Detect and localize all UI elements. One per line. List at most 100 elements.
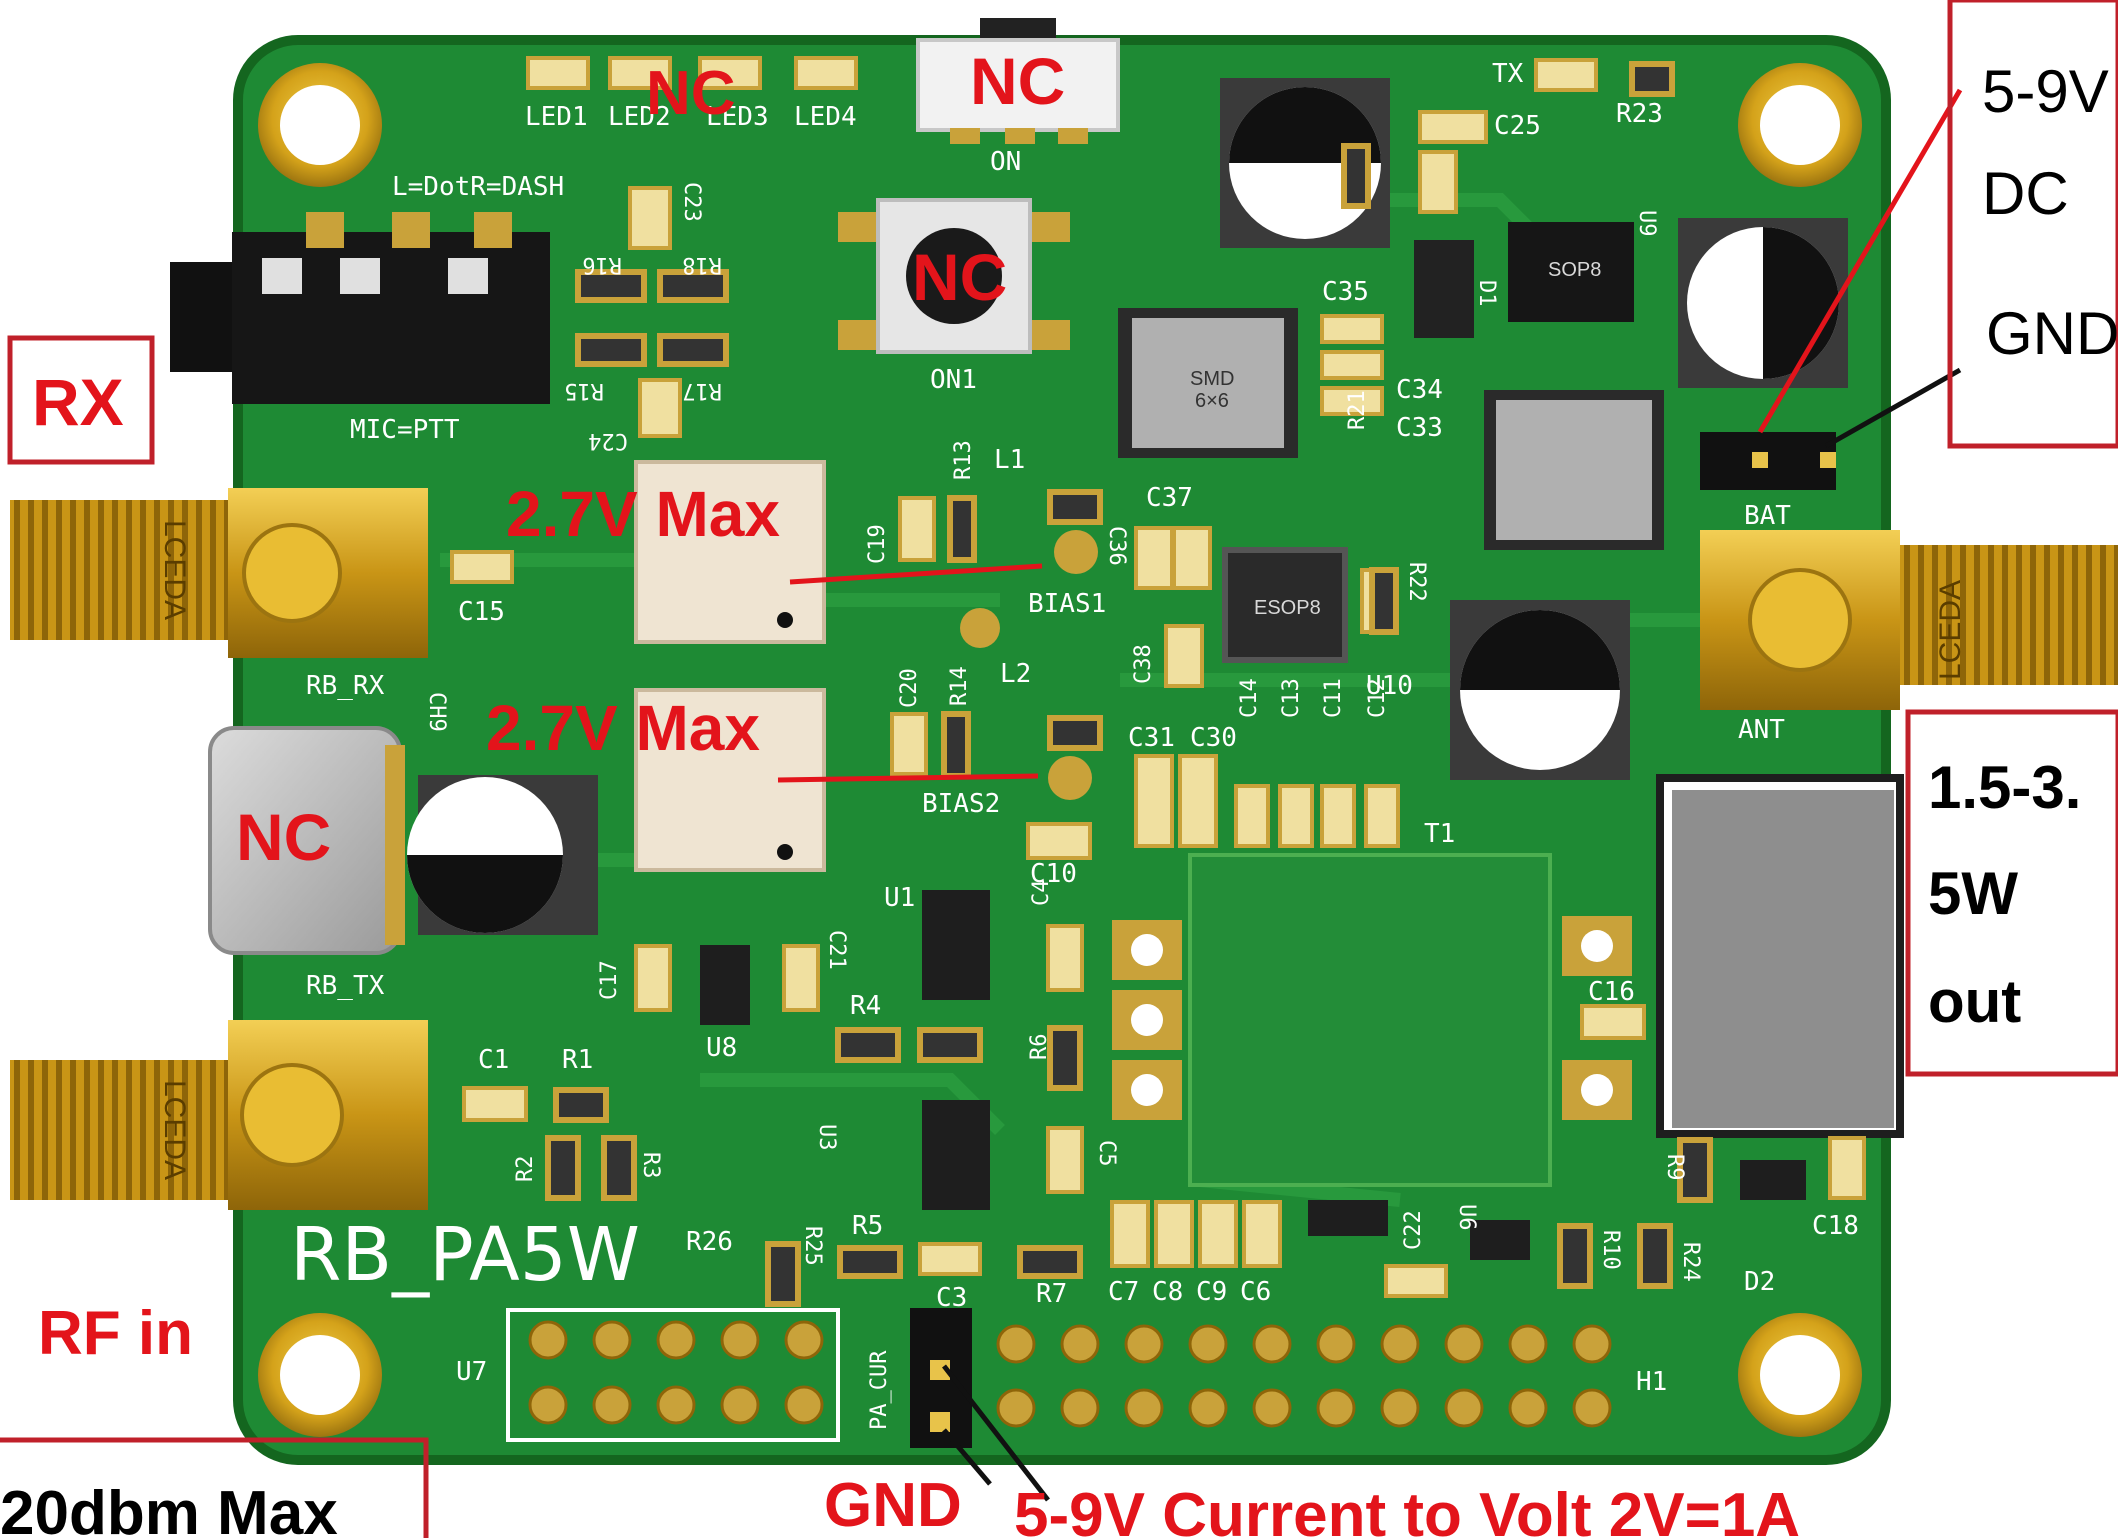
rb-rx-label: RB_RX bbox=[306, 671, 385, 701]
output-power: 5W bbox=[1928, 860, 2018, 927]
nc-switch-annotation: NC bbox=[970, 44, 1065, 118]
slide-switch[interactable] bbox=[916, 18, 1120, 144]
u10-label: U10 bbox=[1366, 671, 1413, 701]
current-note-annotation: 5-9V Current to Volt 2V=1A bbox=[1014, 1481, 1800, 1538]
c34-label: C34 bbox=[1396, 375, 1443, 405]
nc-usb-annotation: NC bbox=[236, 800, 331, 874]
mic-ptt-label: MIC=PTT bbox=[350, 415, 460, 445]
u3-label: U3 bbox=[814, 1124, 839, 1151]
c24-label: C24 bbox=[588, 428, 628, 453]
c4-label: C4 bbox=[1029, 880, 1054, 907]
rf-in-annotation: RF in bbox=[38, 1299, 193, 1368]
c37-label: C37 bbox=[1146, 483, 1193, 513]
bias1-label: BIAS1 bbox=[1028, 589, 1106, 619]
led-row: LED1 LED2 LED3 LED4 bbox=[525, 56, 858, 132]
on1-label: ON1 bbox=[930, 365, 977, 395]
pa-cur-jumper[interactable] bbox=[910, 1308, 972, 1448]
pa-cur-label: PA_CUR bbox=[867, 1350, 892, 1430]
c20-label: C20 bbox=[897, 668, 922, 708]
battery-header[interactable] bbox=[1700, 432, 1836, 490]
r3-label: R3 bbox=[638, 1152, 663, 1179]
nc-leds-annotation: NC bbox=[646, 59, 736, 128]
bias1-max-annotation: 2.7V Max bbox=[506, 478, 780, 550]
r14-label: R14 bbox=[947, 666, 972, 706]
r22-label: R22 bbox=[1404, 562, 1429, 602]
r16-label: R16 bbox=[582, 252, 622, 277]
c3-label: C3 bbox=[936, 1283, 967, 1313]
r15-label: R15 bbox=[564, 378, 604, 403]
u9-label: U9 bbox=[1634, 210, 1659, 237]
dc-in-gnd: GND bbox=[1986, 300, 2118, 367]
rb-tx-label: RB_TX bbox=[306, 971, 385, 1001]
usb-c-port[interactable] bbox=[208, 726, 405, 955]
dc-in-voltage: 5-9V bbox=[1982, 58, 2109, 125]
esop8-label: ESOP8 bbox=[1254, 597, 1321, 619]
sma-rx bbox=[10, 488, 428, 658]
smd-inductors bbox=[1118, 308, 1664, 550]
sma-rf-in bbox=[10, 1020, 428, 1210]
r23-label: R23 bbox=[1616, 99, 1663, 129]
r4-label: R4 bbox=[850, 991, 881, 1021]
c5-label: C5 bbox=[1094, 1140, 1119, 1167]
c6-label: C6 bbox=[1240, 1277, 1271, 1307]
lceda-ant: LCEDA bbox=[1934, 580, 1967, 680]
u7-label: U7 bbox=[456, 1357, 487, 1387]
t1-pads bbox=[1112, 916, 1632, 1120]
c15-label: C15 bbox=[458, 597, 505, 627]
r17-label: R17 bbox=[682, 378, 722, 403]
tact-button[interactable] bbox=[838, 198, 1070, 354]
smd-passives bbox=[450, 58, 1866, 1298]
rf-in-max-annotation: 20dbm Max bbox=[0, 1479, 338, 1538]
r25-label: R25 bbox=[800, 1226, 825, 1266]
u1-label: U1 bbox=[884, 883, 915, 913]
r5-label: R5 bbox=[852, 1211, 883, 1241]
output-box bbox=[1905, 709, 2118, 1077]
r1-label: R1 bbox=[562, 1045, 593, 1075]
r13-label: R13 bbox=[951, 440, 976, 480]
c31-label: C31 bbox=[1128, 723, 1175, 753]
c11-label: C11 bbox=[1321, 678, 1346, 718]
led1-label: LED1 bbox=[525, 102, 588, 132]
c8-label: C8 bbox=[1152, 1277, 1183, 1307]
on-label: ON bbox=[990, 147, 1021, 177]
d1-label: D1 bbox=[1474, 280, 1499, 307]
r6-label: R6 bbox=[1027, 1034, 1052, 1061]
t1-label: T1 bbox=[1424, 819, 1455, 849]
d2-label: D2 bbox=[1744, 1267, 1775, 1297]
output-range: 1.5-3. bbox=[1928, 754, 2081, 821]
l-dot-label: L=DotR=DASH bbox=[392, 172, 564, 202]
sop8-label: SOP8 bbox=[1548, 259, 1601, 281]
rf-in-box bbox=[0, 1437, 429, 1538]
c33-label: C33 bbox=[1396, 413, 1443, 443]
r21-label: R21 bbox=[1345, 390, 1370, 430]
tx-label: TX bbox=[1492, 59, 1524, 89]
rf-shield-can bbox=[1188, 774, 1904, 1187]
bias2-max-annotation: 2.7V Max bbox=[486, 692, 760, 764]
h1-header bbox=[996, 1324, 1612, 1428]
ant-label: ANT bbox=[1738, 715, 1785, 745]
lceda-rx: LCEDA bbox=[158, 520, 191, 620]
bias2-label: BIAS2 bbox=[922, 789, 1000, 819]
led2-label: LED2 bbox=[608, 102, 671, 132]
c16-label: C16 bbox=[1588, 977, 1635, 1007]
dc-in-box bbox=[1947, 0, 2118, 449]
c35-label: C35 bbox=[1322, 277, 1369, 307]
c22-label: C22 bbox=[1401, 1210, 1426, 1250]
h1-label: H1 bbox=[1636, 1367, 1667, 1397]
l1-label: L1 bbox=[994, 445, 1025, 475]
led4-label: LED4 bbox=[794, 102, 857, 132]
c17-label: C17 bbox=[597, 960, 622, 1000]
rx-box bbox=[7, 335, 155, 465]
c18-label: C18 bbox=[1812, 1211, 1859, 1241]
smd-label-1: SMD bbox=[1190, 368, 1234, 390]
smd-resistors bbox=[545, 61, 1713, 1307]
c21-label: C21 bbox=[824, 930, 849, 970]
rx-annotation: RX bbox=[32, 365, 124, 439]
c14-label: C14 bbox=[1237, 678, 1262, 718]
r10-label: R10 bbox=[1598, 1230, 1623, 1270]
audio-jack[interactable] bbox=[170, 212, 550, 404]
board-name: RB_PA5W bbox=[290, 1212, 640, 1298]
nc-button-annotation: NC bbox=[912, 240, 1007, 314]
bat-label: BAT bbox=[1744, 501, 1791, 531]
